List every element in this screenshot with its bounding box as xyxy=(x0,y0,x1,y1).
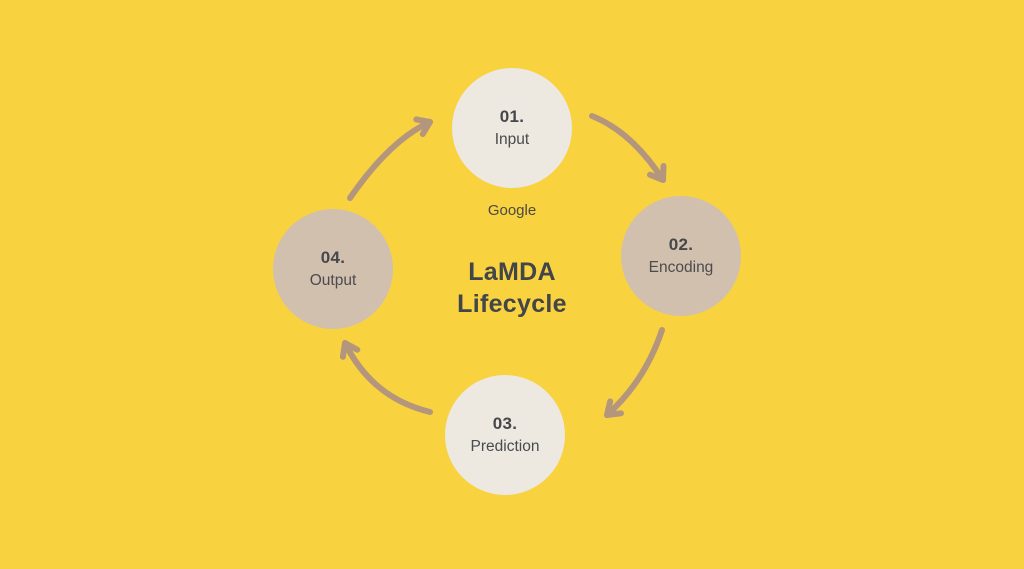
node-encoding: 02. Encoding xyxy=(621,196,741,316)
arrow-input-to-encoding xyxy=(589,113,666,183)
node-output: 04. Output xyxy=(273,209,393,329)
arrow-prediction-to-output-head-icon xyxy=(339,340,361,360)
node-prediction: 03. Prediction xyxy=(445,375,565,495)
node-encoding-number: 02. xyxy=(668,235,694,255)
arrow-prediction-to-output xyxy=(342,340,433,415)
node-input: 01. Input xyxy=(452,68,572,188)
node-input-label: Input xyxy=(494,130,530,148)
arrow-output-to-input-head-icon xyxy=(413,116,433,137)
arrow-output-to-input xyxy=(347,119,433,201)
arrow-encoding-to-prediction-head-icon xyxy=(604,398,624,418)
node-output-number: 04. xyxy=(320,248,346,268)
arrow-encoding-to-prediction xyxy=(604,327,665,418)
center-title: Google LaMDA Lifecycle xyxy=(382,202,642,320)
diagram-title-line1: LaMDA xyxy=(468,258,556,286)
node-input-number: 01. xyxy=(499,107,525,127)
arrow-input-to-encoding-head-icon xyxy=(647,163,667,183)
diagram-subtitle: Google xyxy=(487,202,537,219)
node-prediction-label: Prediction xyxy=(470,437,540,455)
node-prediction-number: 03. xyxy=(492,414,518,434)
node-output-label: Output xyxy=(309,271,357,289)
diagram-title-line2: Lifecycle xyxy=(457,290,567,318)
node-encoding-label: Encoding xyxy=(648,258,714,276)
